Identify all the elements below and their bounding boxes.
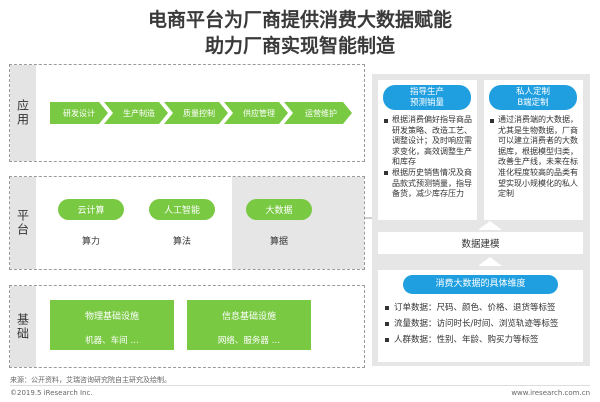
- ai-pill: 人工智能: [149, 199, 215, 220]
- step-production: 生产制造: [104, 102, 168, 124]
- guide-production-title-line1: 指导生产: [409, 86, 444, 97]
- page-title-line1: 电商平台为厂商提供消费大数据赋能: [147, 9, 452, 31]
- guide-production-bullets: 根据消费偏好指导商品研发策略、改造工艺、调整设计；及时响应需求变化，高效调整生产…: [383, 115, 475, 200]
- big-data-pill: 大数据: [246, 199, 312, 220]
- custom-title-line2: B端定制: [517, 97, 549, 108]
- footer-divider: [10, 385, 590, 386]
- custom-title: 私人定制 B端定制: [489, 85, 577, 110]
- foundation-row: 基础 物理基础设施 机器、车间 … 信息基础设施 网络、服务器 …: [9, 285, 365, 368]
- platform-row: 平台 云计算 算力 人工智能 算法 大数据 算据: [9, 176, 365, 270]
- physical-infra-title: 物理基础设施: [84, 312, 139, 322]
- platform-item-bigdata: 大数据 算据: [244, 199, 314, 247]
- guide-production-bullet-2: 根据历史销售情况及商品款式预测销量，指导备货，减少库存压力: [383, 168, 475, 200]
- page-title-line2: 助力厂商实现智能制造: [204, 35, 395, 57]
- consumer-data-dimensions: 消费大数据的具体维度 订单数据：尺码、颜色、价格、退货等标签 流量数据：访问时长…: [378, 270, 583, 362]
- info-infra-box: 信息基础设施 网络、服务器 …: [187, 300, 311, 350]
- guide-production-title: 指导生产 预测销量: [383, 85, 471, 110]
- data-modeling-strip: 数据建模: [378, 232, 583, 254]
- dimension-people-data: 人群数据：性别、年龄、购买力等标签: [384, 332, 582, 348]
- application-steps: 研发设计 生产制造 质量控制 供应管理 运营维护: [50, 102, 348, 124]
- info-infra-title: 信息基础设施: [221, 312, 276, 322]
- platform-label: 平台: [10, 177, 36, 269]
- custom-bullets: 通过消费端的大数据，尤其是生物数据，厂商可以建立消费者的大数据库，根据模型归类，…: [489, 115, 581, 200]
- big-data-highlight: [232, 177, 364, 269]
- copyright: ©2019.5 iResearch Inc.: [10, 389, 93, 397]
- custom-card: 私人定制 B端定制 通过消费端的大数据，尤其是生物数据，厂商可以建立消费者的大数…: [484, 80, 583, 220]
- platform-item-ai: 人工智能 算法: [147, 199, 217, 247]
- guide-production-card: 指导生产 预测销量 根据消费偏好指导商品研发策略、改造工艺、调整设计；及时响应需…: [378, 80, 477, 220]
- info-infra-sub: 网络、服务器 …: [217, 336, 281, 346]
- physical-infra-sub: 机器、车间 …: [85, 336, 139, 346]
- step-rd-design: 研发设计: [50, 102, 108, 124]
- up-arrow-bottom: [478, 257, 502, 266]
- dimension-traffic-data: 流量数据：访问时长/时间、浏览轨迹等标签: [384, 316, 582, 332]
- big-data-sub: 算据: [269, 237, 288, 247]
- step-operation-maintenance: 运营维护: [284, 102, 352, 124]
- guide-production-bullet-1: 根据消费偏好指导商品研发策略、改造工艺、调整设计；及时响应需求变化，高效调整生产…: [383, 115, 475, 168]
- step-quality-control: 质量控制: [164, 102, 228, 124]
- dimensions-list: 订单数据：尺码、颜色、价格、退货等标签 流量数据：访问时长/时间、浏览轨迹等标签…: [384, 300, 582, 348]
- ai-sub: 算法: [172, 237, 191, 247]
- source-note: 来源：公开资料，艾瑞咨询研究院自主研究及绘制。: [10, 376, 171, 384]
- step-supply-management: 供应管理: [224, 102, 288, 124]
- cloud-computing-pill: 云计算: [58, 199, 124, 220]
- cloud-computing-sub: 算力: [81, 237, 100, 247]
- foundation-label: 基础: [10, 286, 36, 367]
- application-label: 应用: [10, 65, 36, 161]
- dimension-order-data: 订单数据：尺码、颜色、价格、退货等标签: [384, 300, 582, 316]
- guide-production-title-line2: 预测销量: [409, 97, 444, 108]
- custom-title-line1: 私人定制: [515, 86, 550, 97]
- custom-bullet-1: 通过消费端的大数据，尤其是生物数据，厂商可以建立消费者的大数据库，根据模型归类，…: [489, 115, 581, 200]
- website: www.iresearch.com.cn: [511, 389, 590, 397]
- connector-line: [365, 217, 373, 219]
- dimensions-title: 消费大数据的具体维度: [403, 275, 558, 294]
- application-row: 应用 研发设计 生产制造 质量控制 供应管理 运营维护: [9, 64, 365, 162]
- platform-item-cloud: 云计算 算力: [56, 199, 126, 247]
- physical-infra-box: 物理基础设施 机器、车间 …: [50, 300, 174, 350]
- up-arrow-top: [478, 221, 502, 230]
